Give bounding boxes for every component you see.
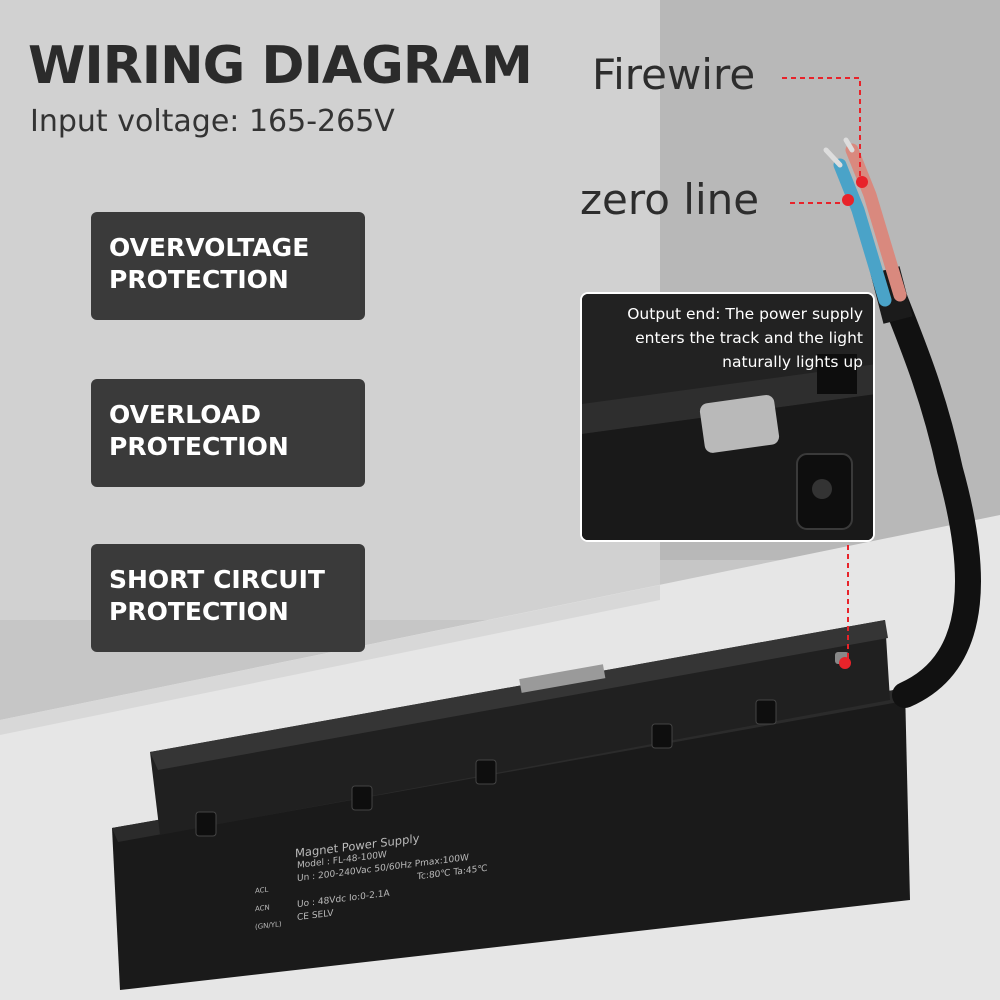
power-cable [882,287,982,708]
leader-lines [782,77,861,660]
zero-line-label: zero line [580,175,760,224]
zero-wire [833,158,892,307]
badge-line: PROTECTION [109,432,289,461]
page-title: WIRING DIAGRAM [28,36,533,96]
output-marker [839,657,851,669]
zero-marker [842,194,854,206]
badge-line: PROTECTION [109,265,289,294]
input-voltage: Input voltage: 165-265V [30,104,395,139]
feature-badge-overvoltage: OVERVOLTAGE PROTECTION [91,212,365,320]
badge-line: SHORT CIRCUIT [109,565,325,594]
firewire-label: Firewire [592,50,756,99]
callout-text: Output end: The power supply enters the … [627,305,863,371]
output-end-callout: Output end: The power supply enters the … [580,292,875,542]
feature-badge-short-circuit: SHORT CIRCUIT PROTECTION [91,544,365,652]
output-end-closeup [582,294,873,540]
fire-marker [856,176,868,188]
fire-wire [845,143,907,302]
badge-line: OVERVOLTAGE [109,233,310,262]
feature-badge-overload: OVERLOAD PROTECTION [91,379,365,487]
badge-line: PROTECTION [109,597,289,626]
power-supply-body [112,620,910,990]
port-label: (GN/YL) [255,919,282,932]
badge-line: OVERLOAD [109,400,261,429]
